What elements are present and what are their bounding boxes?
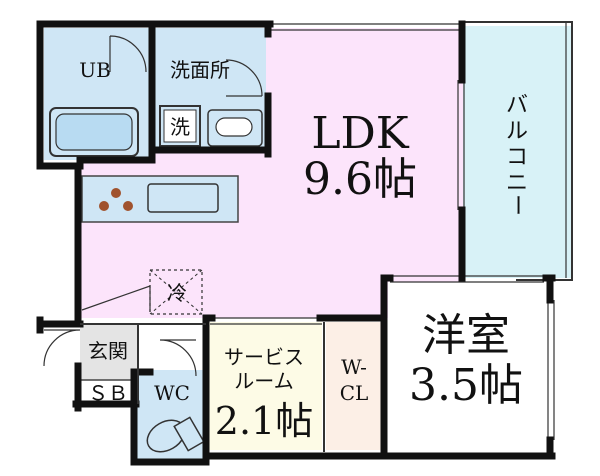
balcony-area (462, 26, 572, 278)
washroom-label: 洗面所 (170, 58, 230, 82)
stove-burner (123, 201, 133, 211)
entrance-area (80, 324, 138, 380)
windows (210, 23, 555, 440)
balcony-char: バ (506, 93, 528, 118)
toilet-tank (173, 416, 205, 452)
wash-basin-bowl (215, 117, 253, 137)
washer-inner (163, 109, 197, 143)
stove-burner (99, 201, 109, 211)
stove-burner (111, 188, 121, 198)
service-room-name-1: サービス (224, 345, 304, 369)
ub-door (109, 35, 147, 73)
balcony-char: ニ (506, 171, 528, 196)
western-room-size: 3.5帖 (409, 360, 523, 411)
shoebox-area (79, 379, 139, 405)
wcl-area (326, 322, 382, 450)
balcony-char: コ (506, 145, 528, 170)
fridge-cross (149, 269, 203, 315)
entry-step (81, 285, 151, 312)
ldk-size: 9.6帖 (303, 154, 417, 205)
service-room-area (206, 322, 322, 450)
entrance-label: 玄関 (88, 339, 128, 363)
western-room-name: 洋室 (422, 310, 510, 361)
balcony-char: ル (506, 119, 528, 144)
balcony-char: ー (504, 194, 529, 216)
wcl-label-2: CL (340, 381, 369, 405)
entrance-door (43, 329, 81, 367)
wcl-label-1: W- (341, 355, 367, 379)
bathtub-inner (55, 113, 133, 151)
partitions (80, 322, 325, 452)
ldk-name: LDK (311, 108, 409, 159)
service-room-name-2: ルーム (234, 369, 293, 393)
wc-door (159, 339, 197, 377)
shoebox-label: ＳＢ (88, 381, 128, 405)
washroom-door (225, 59, 263, 97)
fridge-label: 冷 (167, 281, 187, 305)
fridge-cross (149, 269, 203, 315)
service-room-size: 2.1帖 (215, 399, 313, 443)
wc-label: WC (154, 381, 190, 405)
kitchen-sink (147, 183, 219, 213)
ub-label: UB (79, 58, 111, 82)
western-room-area (388, 282, 546, 452)
walls (36, 20, 556, 466)
washer-label: 洗 (170, 115, 190, 139)
